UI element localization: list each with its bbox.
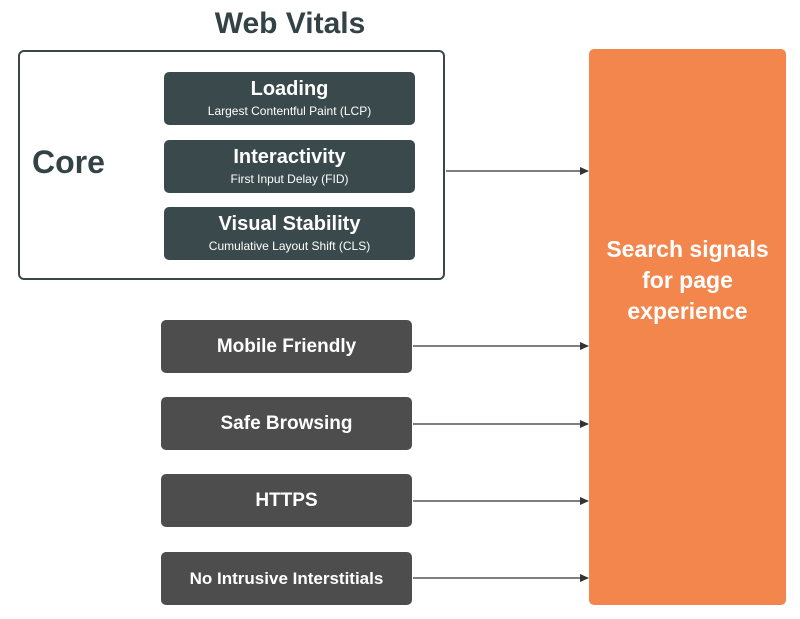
vital-title: Loading [250,78,329,100]
signal-box-safe-browsing: Safe Browsing [161,397,412,450]
vital-box-loading: Loading Largest Contentful Paint (LCP) [164,72,415,125]
vital-subtitle: Largest Contentful Paint (LCP) [207,104,372,118]
search-signals-box: Search signals for page experience [589,49,786,605]
signal-box-mobile-friendly: Mobile Friendly [161,320,412,373]
vital-box-interactivity: Interactivity First Input Delay (FID) [164,140,415,193]
core-web-vitals-group [18,50,445,280]
signal-box-https: HTTPS [161,474,412,527]
signal-box-no-intrusive-interstitials: No Intrusive Interstitials [161,552,412,605]
vital-subtitle: First Input Delay (FID) [230,172,349,186]
vital-title: Visual Stability [218,213,361,235]
vital-box-visual-stability: Visual Stability Cumulative Layout Shift… [164,207,415,260]
core-label: Core [32,144,105,180]
diagram-title: Web Vitals [214,7,366,40]
vital-subtitle: Cumulative Layout Shift (CLS) [208,239,371,253]
search-signals-label: Search signals for page experience [606,235,769,324]
vital-title: Interactivity [233,146,346,168]
